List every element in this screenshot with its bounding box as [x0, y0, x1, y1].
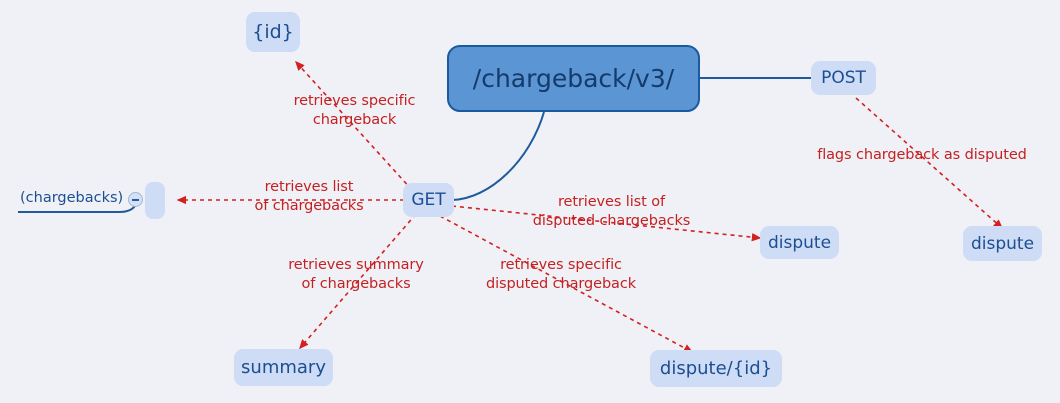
node-chargebacks-collapsed-label: (chargebacks): [20, 190, 124, 206]
node-chargebacks-collapsed-stub[interactable]: [145, 182, 165, 219]
node-id[interactable]: {id}: [246, 12, 300, 52]
node-summary-label: summary: [241, 357, 326, 378]
arrow-post-to-dispute: [855, 97, 1004, 229]
arrow-get-to-summary: [299, 213, 417, 350]
collapse-toggle-icon[interactable]: [128, 192, 143, 207]
edge-root-to-get: [451, 111, 545, 201]
node-dispute-list-label: dispute: [767, 232, 832, 253]
annotation-retrieves-summary-of-chargebacks: retrieves summary of chargebacks: [288, 257, 424, 293]
arrow-get-to-dispute-list: [451, 205, 762, 242]
annotation-retrieves-list-of-chargebacks: retrieves list of chargebacks: [254, 179, 364, 215]
node-root-chargeback-v3[interactable]: /chargeback/v3/: [447, 45, 700, 112]
node-dispute-id[interactable]: dispute/{id}: [650, 350, 782, 387]
node-root-label: /chargeback/v3/: [472, 64, 675, 93]
node-id-label: {id}: [252, 21, 294, 43]
node-post-label: POST: [821, 68, 866, 88]
node-get[interactable]: GET: [403, 183, 454, 217]
node-dispute-post-label: dispute: [970, 233, 1035, 254]
annotation-retrieves-specific-chargeback: retrieves specific chargeback: [293, 93, 416, 129]
node-dispute-post[interactable]: dispute: [963, 226, 1042, 261]
node-dispute-list[interactable]: dispute: [760, 226, 839, 259]
node-get-label: GET: [411, 190, 446, 210]
annotation-retrieves-list-of-disputed-chargebacks: retrieves list of disputed chargebacks: [532, 194, 691, 230]
node-dispute-id-label: dispute/{id}: [659, 358, 773, 379]
node-post[interactable]: POST: [811, 61, 876, 95]
annotation-retrieves-specific-disputed-chargeback: retrieves specific disputed chargeback: [485, 257, 637, 293]
annotation-flags-chargeback-as-disputed: flags chargeback as disputed: [817, 147, 1027, 163]
node-summary[interactable]: summary: [234, 349, 333, 386]
